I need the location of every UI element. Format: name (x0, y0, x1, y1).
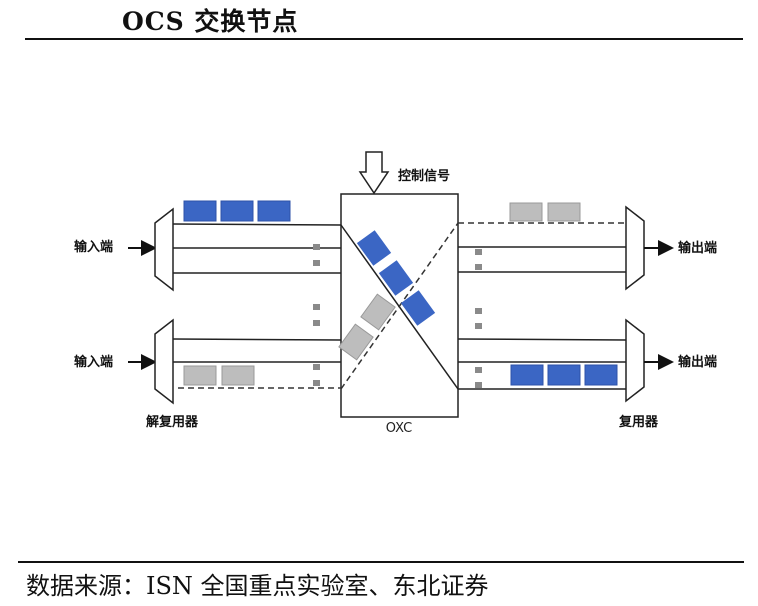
blue-packet (547, 364, 581, 386)
mux-1 (625, 205, 645, 291)
demux-2 (154, 318, 174, 405)
oxc-label: OXC (386, 421, 412, 436)
channel-line (172, 223, 342, 226)
output-label-1: 输出端 (678, 240, 717, 256)
gray-packet (509, 202, 543, 222)
output-label-2: 输出端 (678, 354, 717, 370)
demux-1 (154, 207, 174, 292)
control-signal-label: 控制信号 (398, 168, 450, 184)
gray-packet (221, 365, 255, 386)
input-label-2: 输入端 (74, 354, 113, 370)
blue-packet (183, 200, 217, 222)
channel-line (457, 338, 627, 341)
input-label-1: 输入端 (74, 239, 113, 255)
gray-packets-switching (338, 293, 396, 361)
mux-label: 复用器 (618, 414, 659, 430)
blue-packet (220, 200, 254, 222)
channel-line (172, 338, 342, 341)
dashed-cross-connection (340, 222, 459, 390)
source-note: 数据来源：ISN 全国重点实验室、东北证券 (26, 572, 489, 600)
mux-2 (625, 318, 645, 403)
blue-packet (510, 364, 544, 386)
footer-divider (18, 561, 744, 563)
ellipsis-dots-right (475, 249, 482, 388)
gray-packet (547, 202, 581, 222)
control-signal-arrow-icon (358, 151, 390, 195)
blue-packets-switching (356, 230, 436, 326)
page-title: OCS 交换节点 (122, 7, 299, 36)
ellipsis-dots-left (313, 244, 320, 386)
demux-label: 解复用器 (145, 414, 199, 430)
gray-packet (183, 365, 217, 386)
blue-packet (257, 200, 291, 222)
blue-packet (584, 364, 618, 386)
title-divider (25, 38, 743, 40)
